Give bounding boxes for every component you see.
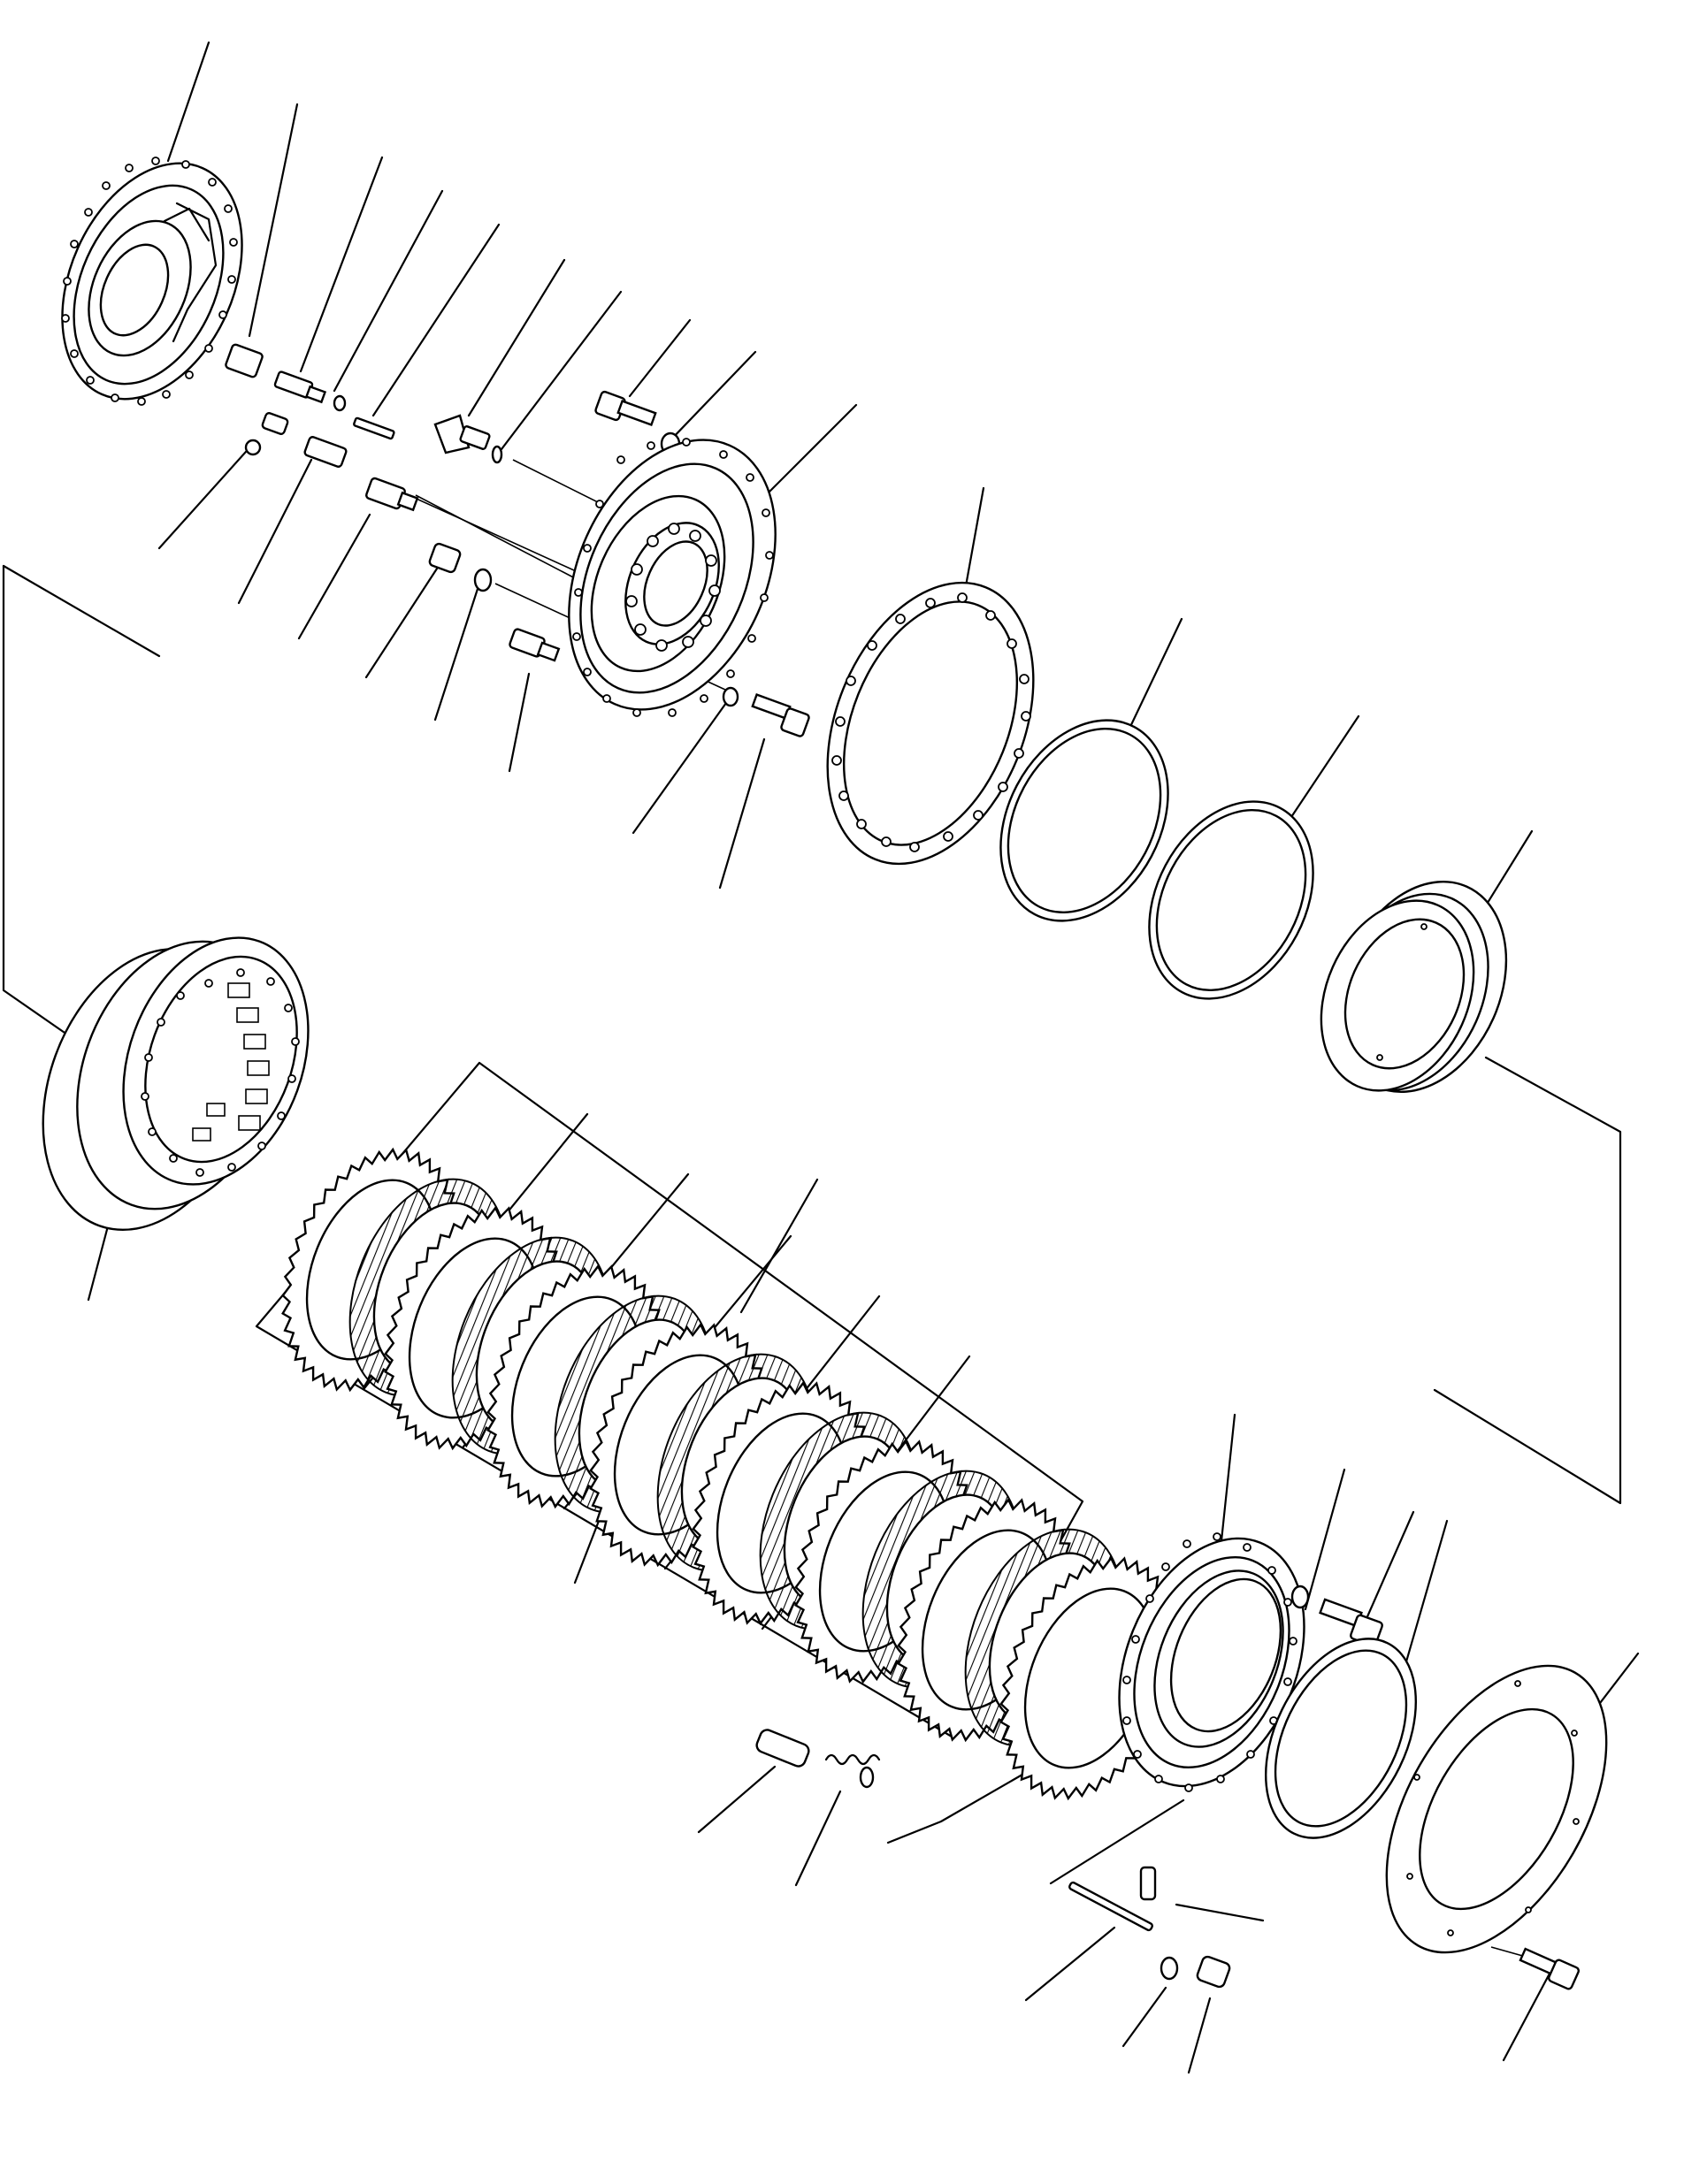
retainer-inner-holes bbox=[625, 523, 721, 652]
gasket bbox=[826, 581, 1035, 866]
elbow-fitting-2 bbox=[433, 414, 491, 454]
elbow-fitting bbox=[273, 370, 327, 404]
seal-ring-2 bbox=[1148, 800, 1314, 1000]
o-ring-small-1 bbox=[333, 394, 347, 412]
piston bbox=[1320, 881, 1508, 1093]
gasket-holes bbox=[831, 592, 1031, 852]
end-plate-holes bbox=[1122, 1532, 1297, 1792]
nut-part bbox=[225, 343, 264, 378]
bolt-flange bbox=[594, 390, 657, 426]
seal-ring-3 bbox=[1265, 1638, 1417, 1839]
washer-4 bbox=[1160, 1956, 1179, 1981]
drum-splines bbox=[192, 982, 270, 1142]
o-ring-small-2 bbox=[491, 445, 503, 464]
breather bbox=[509, 628, 561, 662]
bolt-and-washer-housing bbox=[722, 686, 810, 737]
seal-ring-1 bbox=[999, 719, 1169, 922]
drum-holes bbox=[141, 968, 300, 1177]
plug bbox=[428, 542, 462, 574]
retainer-bolt-holes bbox=[572, 438, 774, 717]
banjo-fitting bbox=[244, 412, 289, 456]
rear-cover-bolt-holes bbox=[61, 157, 238, 406]
end-plate bbox=[1118, 1532, 1305, 1792]
fittings-upper bbox=[225, 343, 681, 662]
dowel-pin bbox=[1068, 1881, 1153, 1932]
drain-plug bbox=[1196, 1955, 1231, 1989]
washer-2 bbox=[473, 568, 493, 592]
washer-3 bbox=[1290, 1585, 1310, 1609]
clutch-plate-stack bbox=[281, 1147, 1180, 1801]
bolt-cover-plate bbox=[1519, 1947, 1580, 1990]
pin-long bbox=[353, 416, 395, 440]
fitting-connector bbox=[303, 436, 348, 468]
retainer-housing bbox=[568, 438, 777, 717]
clutch-drum bbox=[42, 936, 310, 1231]
spacer-tube bbox=[755, 1729, 810, 1768]
cover-plate bbox=[1385, 1664, 1608, 1954]
spring bbox=[824, 1753, 881, 1789]
roll-pin bbox=[1139, 1866, 1157, 1901]
rear-cover bbox=[61, 157, 243, 406]
fitting-adapter bbox=[365, 477, 419, 512]
